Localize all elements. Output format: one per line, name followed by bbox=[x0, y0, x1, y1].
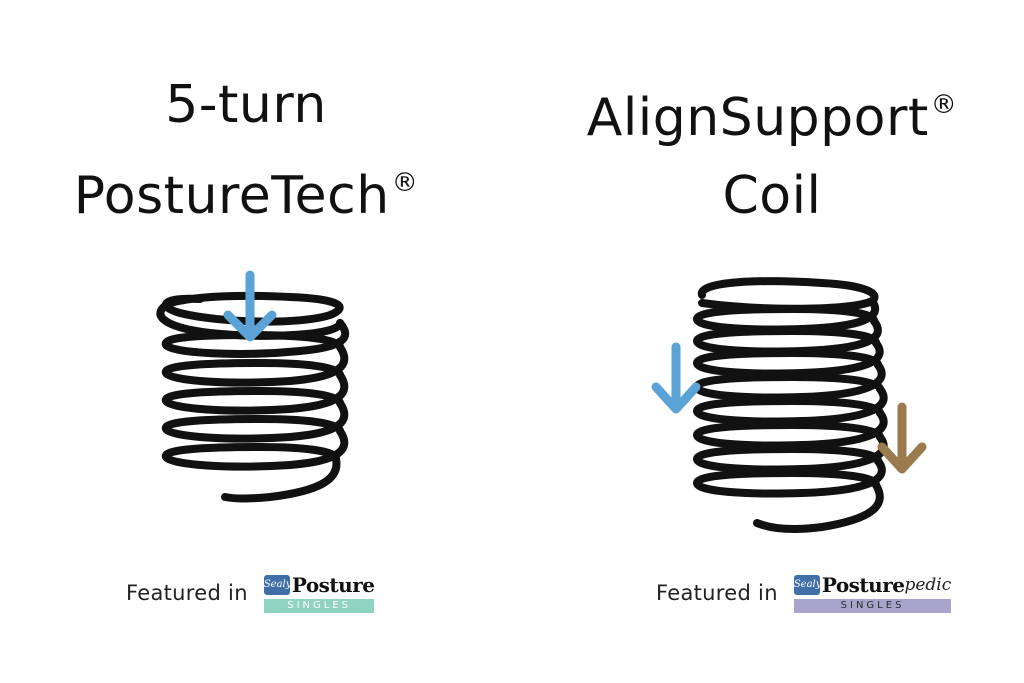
alignsupport-coil-illustration bbox=[651, 277, 927, 534]
sealy-posture-singles-logo: Sealy Posture SINGLES bbox=[263, 573, 375, 613]
registered-mark: ® bbox=[930, 90, 958, 120]
logo-suffix: pedic bbox=[904, 575, 952, 595]
compression-arrow-icon bbox=[651, 342, 701, 414]
support-arrow-icon bbox=[877, 402, 927, 474]
posturetech-coil-illustration bbox=[156, 270, 349, 503]
coil-spring bbox=[692, 277, 888, 534]
sealy-seal-icon: Sealy bbox=[263, 575, 291, 595]
logo-word: Posture bbox=[821, 573, 905, 597]
posturetech-title: 5-turn PostureTech® bbox=[0, 66, 500, 235]
alignsupport-title: AlignSupport® Coil bbox=[520, 66, 1024, 235]
posturetech-title-line2-wrap: PostureTech® bbox=[0, 144, 500, 235]
featured-in-label: Featured in bbox=[656, 581, 778, 605]
alignsupport-title-line1-wrap: AlignSupport® bbox=[520, 66, 1024, 157]
compression-arrow-icon bbox=[223, 270, 277, 342]
sealy-seal-icon: Sealy bbox=[793, 575, 821, 595]
logo-sub: SINGLES bbox=[793, 599, 952, 613]
posturetech-featured-in: Featured in Sealy Posture SINGLES bbox=[126, 573, 375, 613]
logo-sub: SINGLES bbox=[263, 599, 375, 613]
panel-alignsupport: AlignSupport® Coil bbox=[520, 0, 1024, 683]
alignsupport-title-line1: AlignSupport bbox=[586, 88, 929, 148]
panel-posturetech: 5-turn PostureTech® Featured i bbox=[0, 0, 500, 683]
posturetech-title-line2: PostureTech bbox=[73, 166, 390, 226]
registered-mark: ® bbox=[391, 168, 419, 198]
coil-spring bbox=[156, 291, 349, 503]
posturetech-title-line1: 5-turn bbox=[165, 75, 327, 135]
logo-word: Posture bbox=[291, 573, 375, 597]
alignsupport-title-line2: Coil bbox=[722, 166, 822, 226]
logo-top: Sealy Posture bbox=[263, 573, 375, 597]
featured-in-label: Featured in bbox=[126, 581, 248, 605]
